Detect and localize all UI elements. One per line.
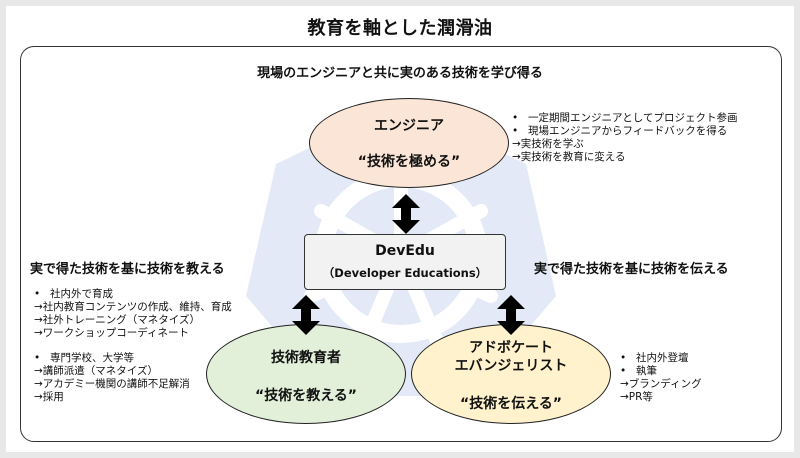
page-title: 教育を軸とした潤滑油 <box>307 18 493 39</box>
devedu-box: DevEdu （Developer Educations） <box>304 234 506 290</box>
diagram-subtitle: 現場のエンジニアと共に実のある技術を学び得る <box>257 66 543 81</box>
educator-note-arrow: →アカデミー機関の講師不足解消 <box>34 378 190 390</box>
educator-title: 技術教育者 <box>271 350 341 366</box>
engineer-quote: “技術を極める” <box>357 154 461 170</box>
educator-note-arrow: →講師派遣（マネタイズ） <box>34 365 158 377</box>
educator-notes-internal: 社内外で育成 →社内教育コンテンツの作成、維持、育成 →社外トレーニング（マネタ… <box>34 288 232 340</box>
devedu-title: DevEdu <box>375 243 435 259</box>
engineer-title: エンジニア <box>374 118 444 134</box>
engineer-notes: 一定期間エンジニアとしてプロジェクト参画 現場エンジニアからフィードバックを得る… <box>512 112 737 164</box>
engineer-note-bullet: 現場エンジニアからフィードバックを得る <box>512 125 737 138</box>
advocate-quote: “技術を伝える” <box>460 396 562 412</box>
advocate-node: アドボケート エバンジェリスト “技術を伝える” <box>411 324 611 424</box>
educator-node: 技術教育者 “技術を教える” <box>206 324 406 424</box>
engineer-node: エンジニア “技術を極める” <box>309 98 509 188</box>
double-arrow-icon <box>292 295 320 335</box>
educator-note-arrow: →社外トレーニング（マネタイズ） <box>34 314 200 326</box>
educator-note-arrow: →ワークショップコーディネート <box>34 327 190 339</box>
double-arrow-icon <box>392 194 420 234</box>
educator-note-arrow: →社内教育コンテンツの作成、維持、育成 <box>34 301 232 313</box>
right-label: 実で得た技術を基に技術を伝える <box>534 262 729 277</box>
engineer-note-bullet: 一定期間エンジニアとしてプロジェクト参画 <box>512 112 737 125</box>
left-label: 実で得た技術を基に技術を教える <box>30 262 225 277</box>
educator-quote: “技術を教える” <box>255 388 357 404</box>
educator-note-bullet: 専門学校、大学等 <box>34 352 190 365</box>
double-arrow-icon <box>497 295 525 335</box>
educator-note-bullet: 社内外で育成 <box>34 288 232 301</box>
advocate-note-bullet: 執筆 <box>620 365 702 378</box>
engineer-note-arrow: →実技術を教育に変える <box>512 151 626 163</box>
advocate-note-bullet: 社内外登壇 <box>620 352 702 365</box>
slide: 教育を軸とした潤滑油 現場のエンジニアと共に実のある技術を学び得る エンジニア … <box>6 6 794 452</box>
advocate-note-arrow: →ブランディング <box>620 378 702 390</box>
engineer-note-arrow: →実技術を学ぶ <box>512 138 584 150</box>
advocate-title-line2: エバンジェリスト <box>454 358 568 374</box>
devedu-subtitle: （Developer Educations） <box>322 266 488 280</box>
advocate-note-arrow: →PR等 <box>620 391 653 403</box>
educator-notes-academic: 専門学校、大学等 →講師派遣（マネタイズ） →アカデミー機関の講師不足解消 →採… <box>34 352 190 404</box>
advocate-notes: 社内外登壇 執筆 →ブランディング →PR等 <box>620 352 702 404</box>
advocate-title-line1: アドボケート <box>469 340 553 356</box>
educator-note-arrow: →採用 <box>34 391 64 403</box>
